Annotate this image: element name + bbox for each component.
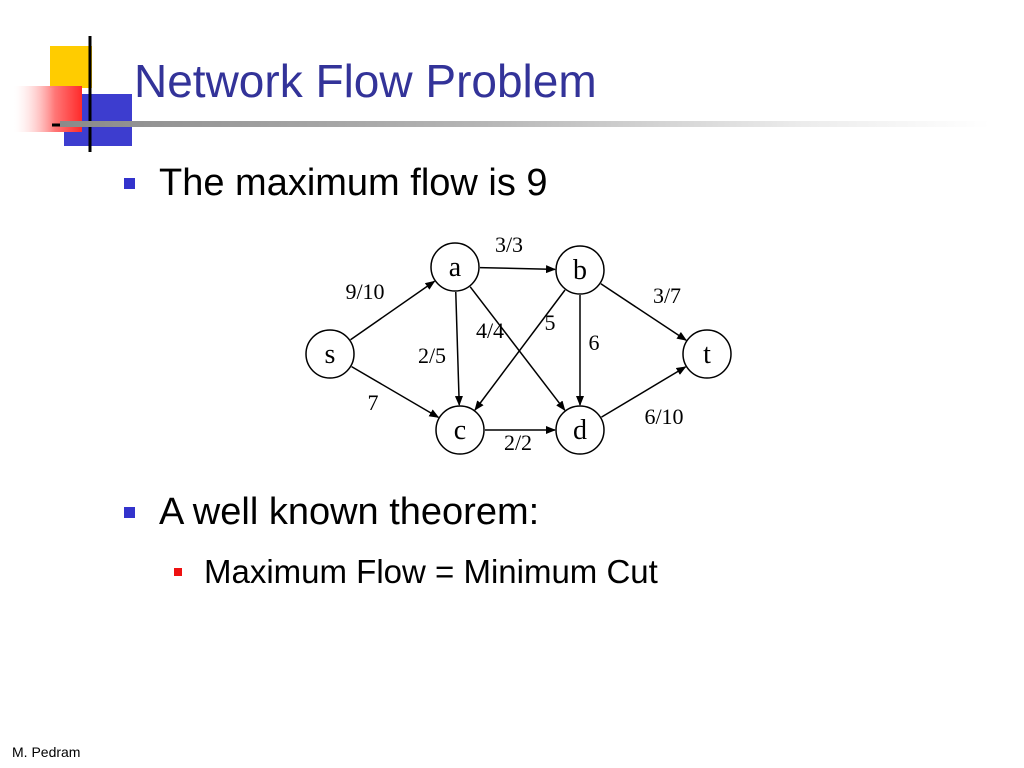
edge-a-c	[454, 291, 463, 407]
edge-d-t	[601, 366, 687, 418]
bullet-item: A well known theorem:	[124, 491, 539, 534]
edge-b-c	[474, 289, 566, 411]
edge-label-a-d: 4/4	[476, 318, 504, 343]
edge-label-c-d: 2/2	[504, 430, 532, 455]
bullet-text: A well known theorem:	[159, 491, 540, 533]
node-circle-t	[682, 329, 732, 379]
edge-a-b	[479, 265, 557, 274]
bullet-square-icon	[124, 178, 135, 189]
node-circle-c	[435, 405, 485, 455]
node-c: c	[435, 405, 485, 455]
node-a: a	[430, 242, 480, 292]
edge-label-b-d: 6	[589, 330, 600, 355]
node-d: d	[555, 405, 605, 455]
node-label-c: c	[454, 415, 466, 446]
sub-bullet-item: Maximum Flow = Minimum Cut	[174, 553, 658, 591]
edge-label-s-c: 7	[368, 390, 379, 415]
bullet-item: The maximum flow is 9	[124, 162, 548, 205]
edges-layer	[350, 265, 687, 434]
page-title: Network Flow Problem	[134, 55, 597, 107]
edge-label-d-t: 6/10	[644, 404, 683, 429]
edge-s-a	[350, 280, 436, 341]
node-label-a: a	[449, 252, 462, 283]
edge-a-d	[469, 286, 566, 411]
edge-b-t	[600, 283, 687, 341]
node-s: s	[305, 329, 355, 379]
title-underline	[60, 121, 990, 127]
logo-yellow-square	[50, 46, 92, 88]
edge-label-s-a: 9/10	[345, 279, 384, 304]
nodes-layer: s a b c d t	[305, 242, 732, 455]
node-label-t: t	[703, 339, 711, 370]
node-b: b	[555, 245, 605, 295]
node-circle-a	[430, 242, 480, 292]
node-circle-d	[555, 405, 605, 455]
bullet-square-icon	[124, 507, 135, 518]
node-label-b: b	[573, 255, 587, 286]
edge-label-a-c: 2/5	[418, 343, 446, 368]
node-label-s: s	[325, 339, 336, 370]
sub-bullet-text: Maximum Flow = Minimum Cut	[204, 553, 658, 590]
edge-s-c	[351, 365, 440, 419]
node-circle-b	[555, 245, 605, 295]
bullet-text: The maximum flow is 9	[159, 162, 548, 204]
sub-bullet-square-icon	[174, 568, 182, 576]
edge-label-a-b: 3/3	[495, 232, 523, 257]
edge-labels-layer: 9/10 7 3/3 2/5 4/4 5 6 3/7 2/2 6/10	[345, 232, 683, 455]
node-label-d: d	[573, 415, 587, 446]
node-circle-s	[305, 329, 355, 379]
edge-label-b-c: 5	[545, 310, 556, 335]
node-t: t	[682, 329, 732, 379]
edge-label-b-t: 3/7	[653, 283, 681, 308]
footer-author: M. Pedram	[12, 744, 81, 760]
